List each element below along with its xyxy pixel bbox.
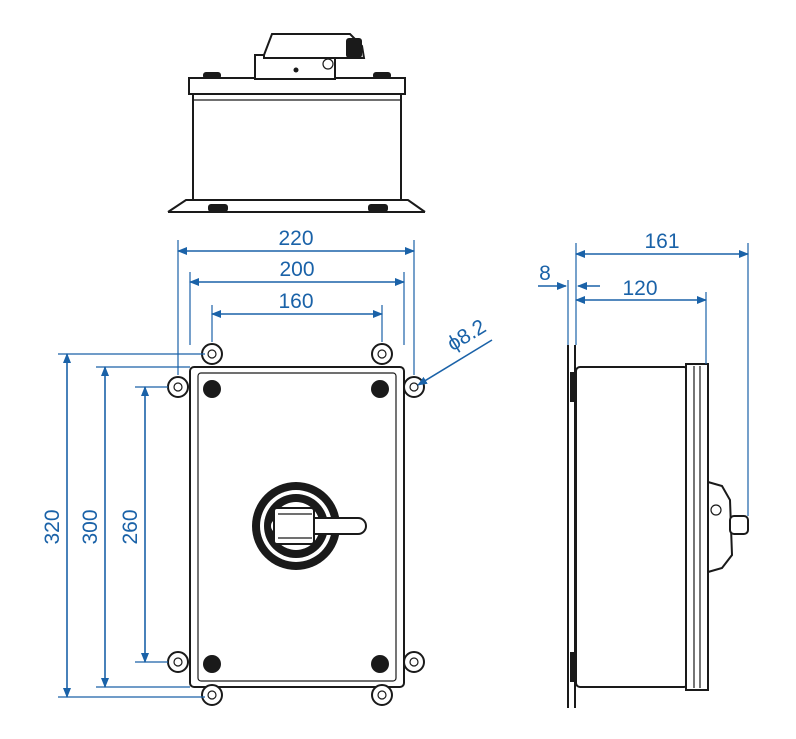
side-view-switch — [707, 480, 734, 574]
rotary-switch — [252, 482, 367, 570]
top-view-body — [192, 91, 402, 201]
mounting-lugs — [167, 343, 425, 706]
top-view-lid — [188, 77, 406, 95]
front-view — [167, 343, 425, 706]
dim-label-hole-diameter: ϕ8.2 — [443, 315, 490, 356]
dim-label-200: 200 — [279, 258, 314, 281]
dim-leader-hole — [417, 339, 493, 386]
side-dimensions: 161 8 120 — [538, 230, 749, 516]
dim-label-300: 300 — [79, 509, 102, 544]
dim-label-220: 220 — [278, 227, 313, 250]
dim-label-320: 320 — [41, 509, 64, 544]
dim-label-260: 260 — [119, 509, 142, 544]
top-view-bolt-right — [373, 72, 391, 79]
side-view — [567, 345, 749, 708]
side-view-body — [575, 366, 689, 688]
dim-label-8: 8 — [539, 262, 551, 285]
side-view-handle — [729, 515, 749, 535]
dim-label-161: 161 — [644, 230, 679, 253]
dim-label-160: 160 — [278, 290, 313, 313]
top-view-bolt-left — [203, 72, 221, 79]
top-view — [167, 33, 426, 213]
side-view-cover — [685, 363, 709, 691]
cover-screws — [203, 380, 389, 673]
dim-label-120: 120 — [622, 277, 657, 300]
